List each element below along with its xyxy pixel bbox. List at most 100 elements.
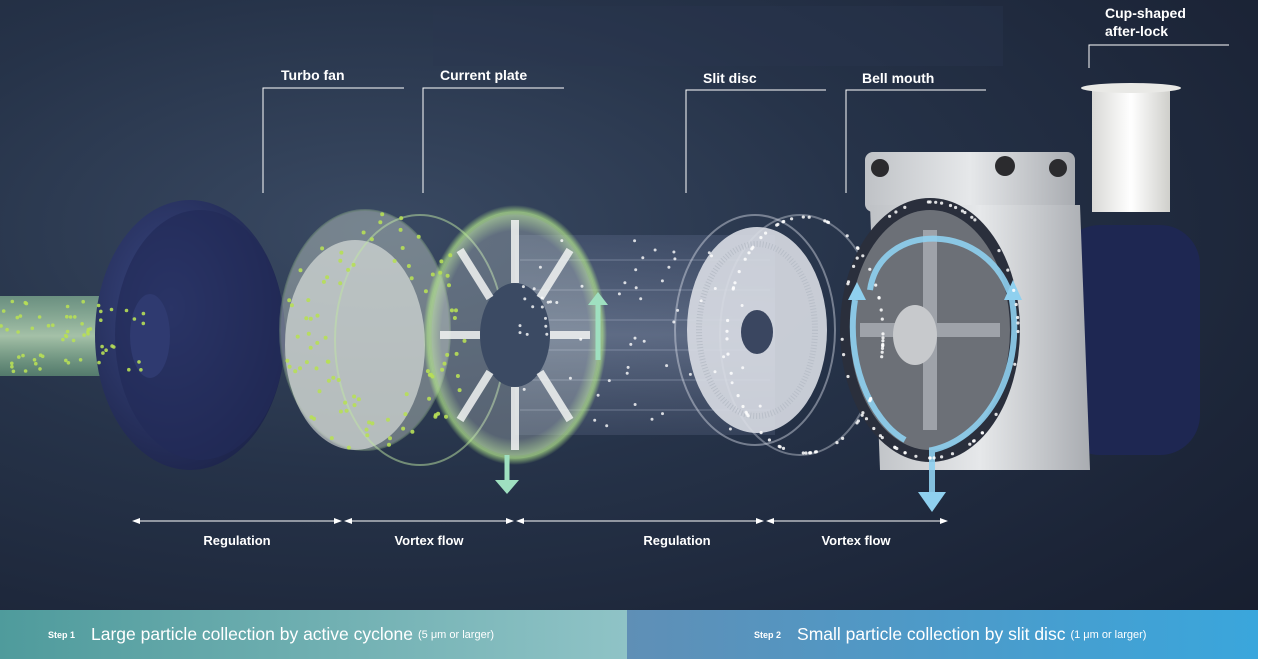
- particle: [808, 216, 811, 219]
- particle: [852, 265, 855, 268]
- particle: [815, 450, 818, 453]
- particle: [370, 421, 374, 425]
- particle: [299, 268, 303, 272]
- particle: [708, 251, 711, 254]
- particle: [99, 318, 103, 322]
- particle: [21, 354, 25, 358]
- particle: [357, 397, 361, 401]
- particle: [732, 287, 735, 290]
- particle: [445, 353, 449, 357]
- particle: [33, 358, 37, 362]
- particle: [579, 338, 582, 341]
- header-shade: [433, 6, 1003, 66]
- particle: [641, 256, 644, 259]
- particle: [331, 376, 335, 380]
- particle: [370, 237, 374, 241]
- particle: [67, 361, 71, 365]
- particle: [399, 228, 403, 232]
- particle: [700, 299, 703, 302]
- particle: [1016, 316, 1019, 319]
- particle: [455, 352, 459, 356]
- particle: [440, 368, 444, 372]
- particle: [634, 337, 637, 340]
- particle: [97, 361, 101, 365]
- particle: [760, 431, 763, 434]
- particle: [80, 322, 84, 326]
- particle: [731, 381, 734, 384]
- particle: [951, 452, 954, 455]
- step-1-banner: Step 1 Large particle collection by acti…: [0, 610, 627, 659]
- particle: [318, 389, 322, 393]
- particle: [1016, 330, 1019, 333]
- current-plate-icon: [423, 205, 607, 465]
- particle: [61, 338, 65, 342]
- particle: [12, 370, 16, 374]
- particle: [949, 204, 952, 207]
- particle: [626, 372, 629, 375]
- particle: [523, 388, 526, 391]
- cup-after-lock-icon: [1081, 83, 1181, 212]
- particle: [759, 405, 762, 408]
- particle: [326, 360, 330, 364]
- particle: [673, 257, 676, 260]
- particle: [1013, 363, 1016, 366]
- particle: [747, 251, 750, 254]
- particle: [541, 306, 544, 309]
- particle: [894, 210, 897, 213]
- particle: [285, 359, 289, 363]
- particle: [453, 316, 457, 320]
- particle: [741, 366, 744, 369]
- particle: [81, 300, 85, 304]
- particle: [365, 433, 369, 437]
- particle: [672, 251, 675, 254]
- particle: [841, 338, 844, 341]
- particle: [34, 362, 38, 366]
- particle: [790, 217, 793, 220]
- step-2-note: (1 μm or larger): [1070, 629, 1146, 641]
- particle: [730, 372, 733, 375]
- particle: [857, 419, 860, 422]
- particle: [768, 438, 771, 441]
- particle: [17, 355, 21, 359]
- particle: [861, 254, 864, 257]
- particle: [456, 374, 460, 378]
- particle: [881, 351, 884, 354]
- step-2-number: Step 2: [754, 630, 781, 640]
- particle: [545, 333, 548, 336]
- particle: [651, 418, 654, 421]
- step-1-note: (5 μm or larger): [418, 629, 494, 641]
- particle: [940, 202, 943, 205]
- particle: [47, 324, 51, 328]
- particle: [66, 305, 70, 309]
- particle: [569, 377, 572, 380]
- particle: [405, 392, 409, 396]
- particle: [802, 215, 805, 218]
- particle: [316, 314, 320, 318]
- particle: [634, 403, 637, 406]
- particle: [296, 335, 300, 339]
- particle: [928, 456, 931, 459]
- particle: [142, 322, 146, 326]
- particle: [346, 268, 350, 272]
- particle: [338, 281, 342, 285]
- particle: [633, 239, 636, 242]
- particle: [410, 276, 414, 280]
- particle: [2, 309, 6, 313]
- particle: [388, 436, 392, 440]
- particle: [856, 247, 859, 250]
- particle: [581, 285, 584, 288]
- particle: [747, 414, 750, 417]
- particle: [97, 304, 101, 308]
- particle: [38, 315, 42, 319]
- particle: [667, 266, 670, 269]
- particle: [16, 330, 20, 334]
- label-cup-shaped-after-lock: Cup-shaped after-lock: [1105, 4, 1186, 40]
- particle: [446, 274, 450, 278]
- particle: [401, 246, 405, 250]
- particle: [759, 236, 762, 239]
- particle: [66, 330, 70, 334]
- particle: [290, 303, 294, 307]
- particle: [133, 317, 137, 321]
- particle: [547, 301, 550, 304]
- particle: [73, 315, 77, 319]
